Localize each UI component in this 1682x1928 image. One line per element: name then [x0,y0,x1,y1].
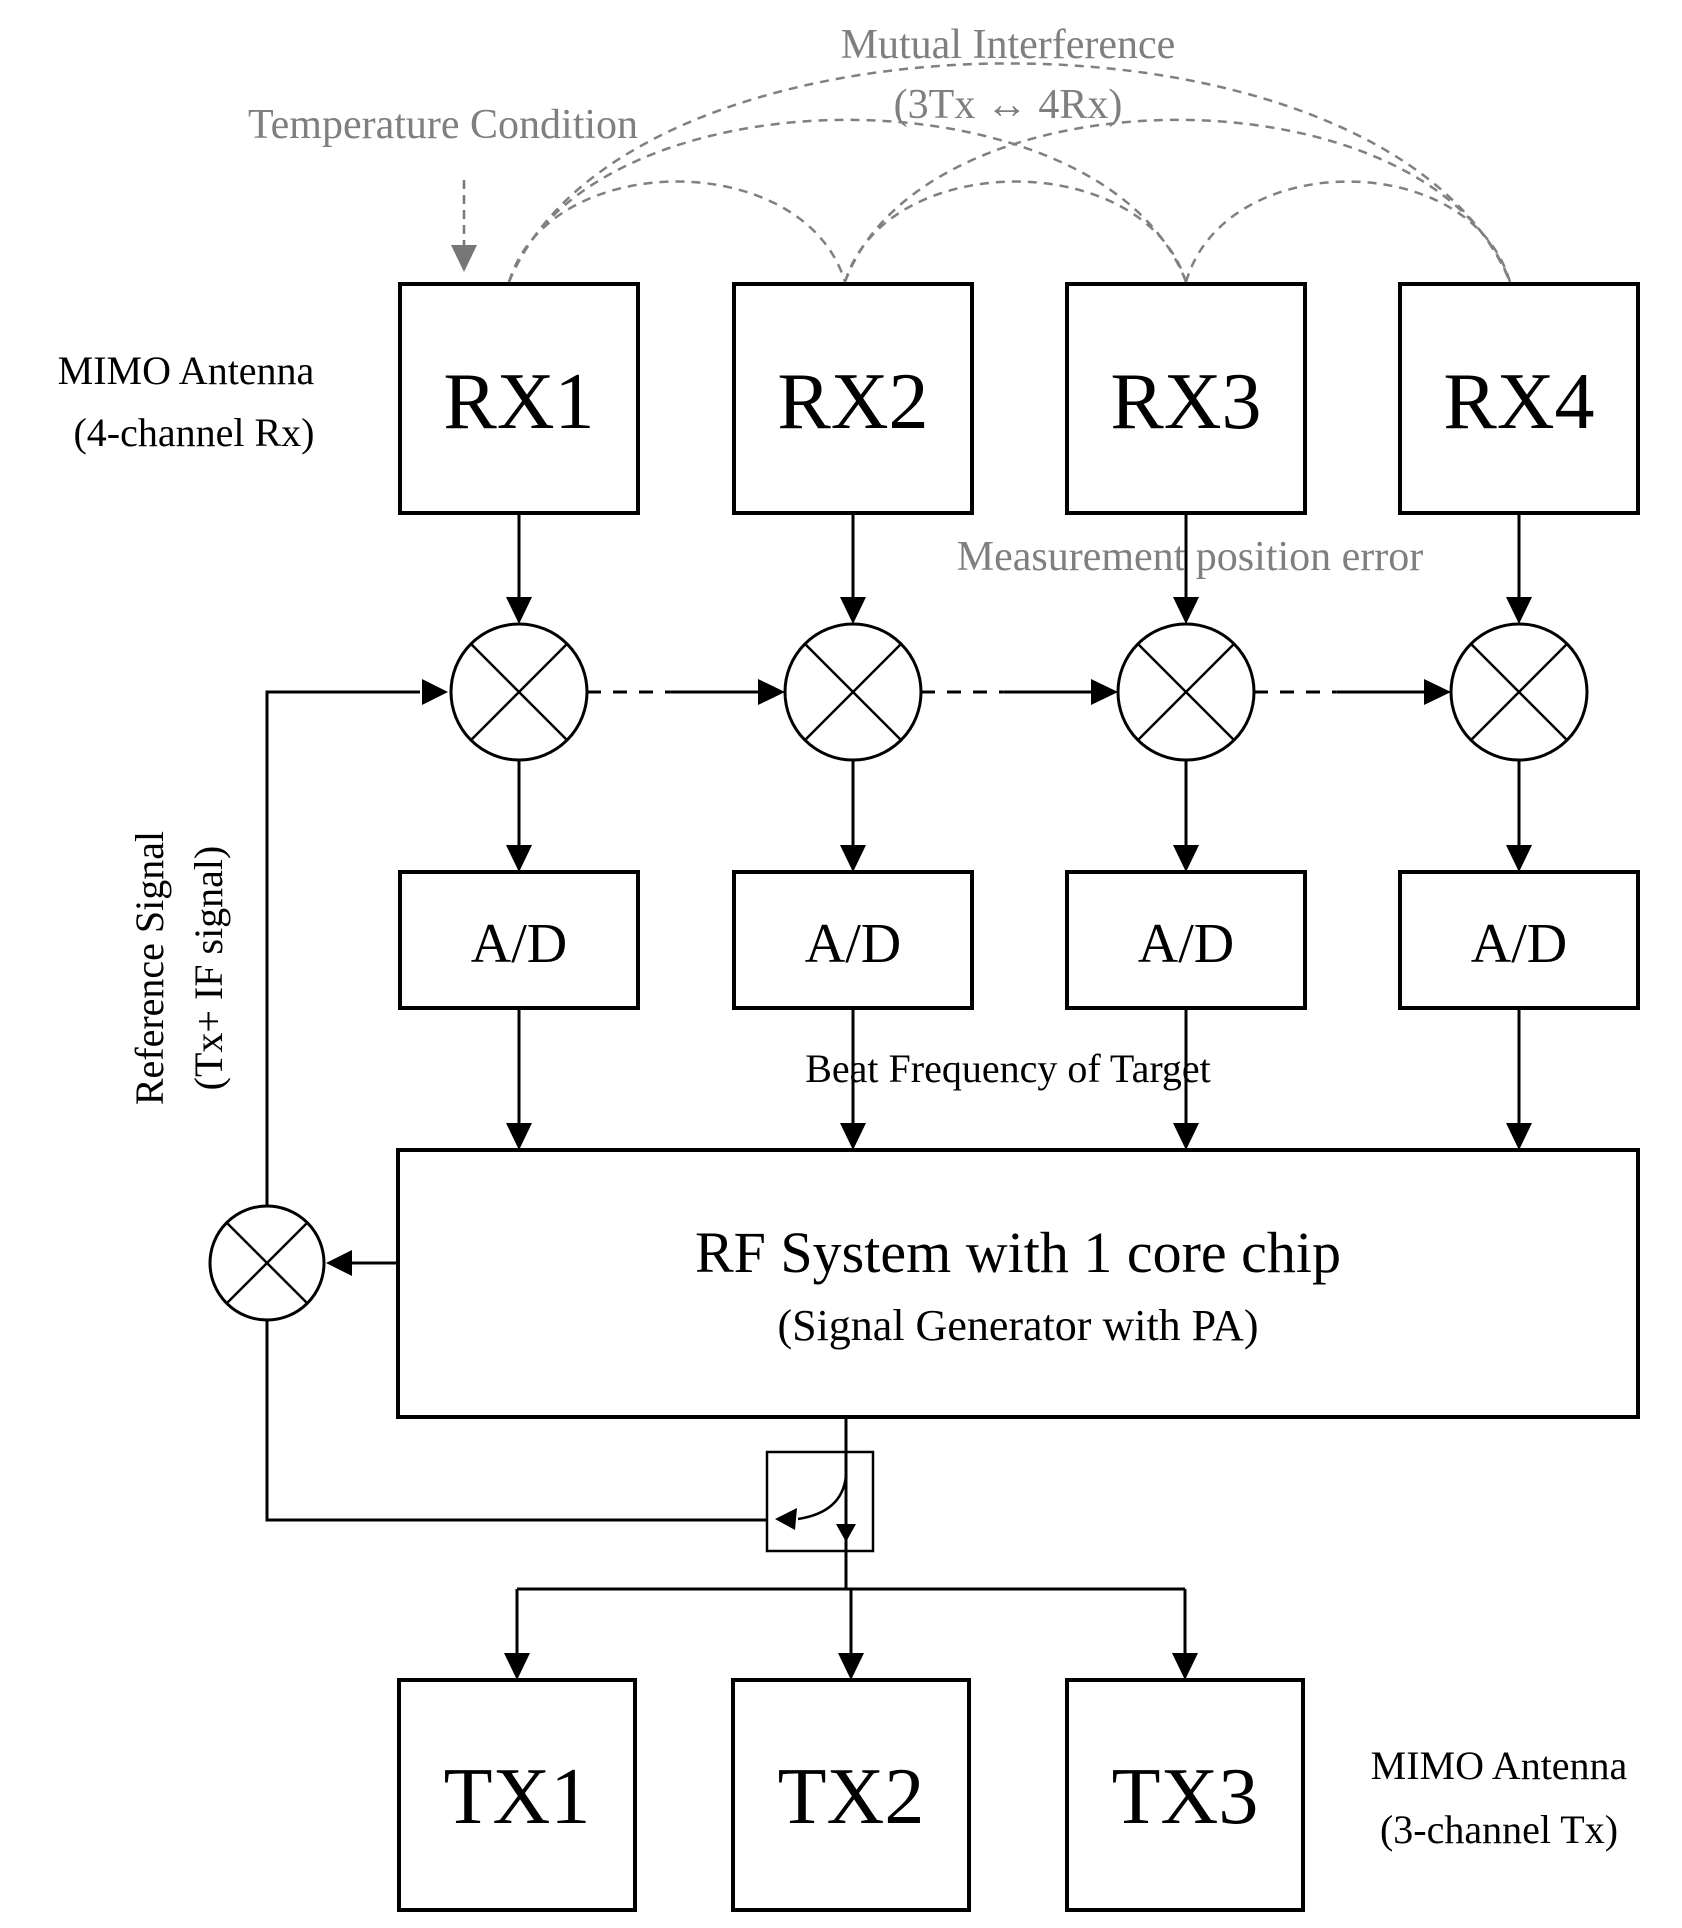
arrowhead-icon [840,845,866,872]
adc-block-1: A/D [398,870,640,1010]
arrowhead-icon [1173,845,1199,872]
arrowhead-icon [506,845,532,872]
mutual-interference-label: Mutual Interference [841,22,1176,68]
arrowhead-icon [504,1653,530,1680]
adc-label: A/D [1138,913,1234,975]
beat-frequency-label: Beat Frequency of Target [805,1046,1211,1091]
reference-mixer [208,1204,326,1322]
rx-antenna-label: MIMO Antenna [58,348,315,393]
rx-label: RX3 [1110,358,1261,446]
adc-label: A/D [1471,913,1567,975]
arrowhead-icon [838,1653,864,1680]
mutual-interference-arcs [507,62,1512,283]
arrowhead-icon [506,1123,532,1150]
adc-label: A/D [805,913,901,975]
tx-label: TX1 [444,1753,591,1841]
tx-label: TX3 [1112,1753,1259,1841]
adc-block-3: A/D [1065,870,1307,1010]
temperature-arrowhead-icon [451,245,477,272]
arrowhead-icon [506,597,532,624]
arrowhead-icon [1091,679,1118,705]
tx-distribution: TX1 TX2 TX3 [397,1587,1305,1912]
tx-label: TX2 [778,1753,925,1841]
reference-signal-loop [208,679,767,1522]
interference-arc [1184,180,1512,283]
arrowhead-icon [1506,845,1532,872]
rx-block-4: RX4 [1398,282,1640,515]
arrowhead-icon [422,679,448,705]
rf-system-title: RF System with 1 core chip [695,1220,1341,1285]
interference-arc [507,62,1512,283]
temperature-condition-label: Temperature Condition [248,102,638,148]
mixer-2 [783,622,923,762]
arrowhead-icon [1173,1123,1199,1150]
interference-arc [507,180,847,283]
interference-arc [843,118,1512,283]
interference-arc [843,180,1188,283]
tx-antenna-sublabel: (3-channel Tx) [1380,1807,1618,1852]
rf-system-subtitle: (Signal Generator with PA) [777,1301,1258,1350]
tx-block-3: TX3 [1065,1678,1305,1912]
arrowhead-icon [840,597,866,624]
coupler-through-arrowhead-icon [836,1524,856,1542]
arrowhead-icon [1506,597,1532,624]
measurement-position-error-label: Measurement position error [957,534,1424,580]
arrowhead-icon [1424,679,1451,705]
reference-signal-sublabel: (Tx+ IF signal) [186,846,231,1091]
tx-block-2: TX2 [731,1678,971,1912]
tx-antenna-label: MIMO Antenna [1371,1743,1628,1788]
rx-label: RX4 [1443,358,1594,446]
mutual-interference-sublabel: (3Tx ↔ 4Rx) [894,82,1123,128]
interference-arc [507,118,1188,283]
tx-block-1: TX1 [397,1678,637,1912]
mixer-1 [449,622,589,762]
arrowhead-icon [1172,1653,1198,1680]
adc-block-2: A/D [732,870,974,1010]
arrowhead-icon [840,1123,866,1150]
coupler-arrowhead-icon [775,1508,797,1530]
rx-block-1: RX1 [398,282,640,515]
mixer-3 [1116,622,1256,762]
rx-label: RX2 [777,358,928,446]
reference-signal-label: Reference Signal [127,831,172,1105]
temperature-arrow [451,180,477,272]
rf-system-block: RF System with 1 core chip (Signal Gener… [396,1148,1640,1419]
arrowhead-icon [1506,1123,1532,1150]
mixer-4 [1449,622,1589,762]
arrowhead-icon [758,679,785,705]
rx-label: RX1 [443,358,594,446]
adc-block-4: A/D [1398,870,1640,1010]
adc-label: A/D [471,913,567,975]
rx-block-3: RX3 [1065,282,1307,515]
arrowhead-icon [326,1250,352,1276]
arrowhead-icon [1173,597,1199,624]
rx-antenna-sublabel: (4-channel Rx) [73,410,314,455]
rx-block-2: RX2 [732,282,974,515]
directional-coupler [765,1417,875,1589]
